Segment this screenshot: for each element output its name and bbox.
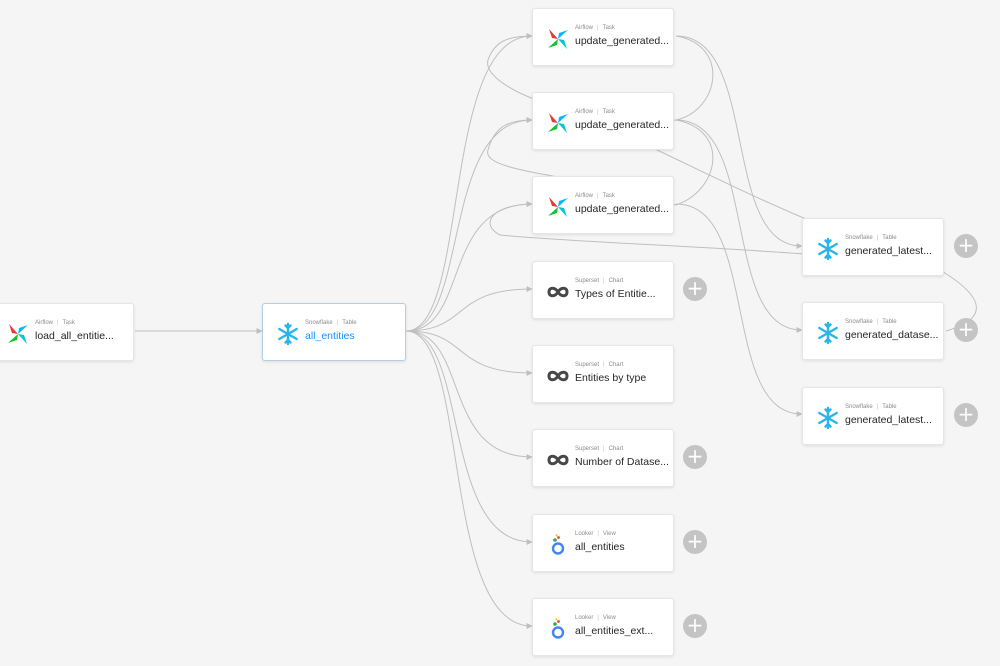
node-name: Entities by type xyxy=(575,372,647,384)
edge-all-entities-to-chart-3 xyxy=(405,330,533,460)
type-label: Task xyxy=(62,320,75,326)
airflow-pinwheel-icon xyxy=(546,195,570,219)
node-meta: Snowflake|Table xyxy=(845,319,897,325)
edge-all-entities-to-update-1 xyxy=(405,33,533,332)
node-table-generated-latest-1[interactable]: Snowflake|Table generated_latest... xyxy=(802,218,944,276)
node-meta: Superset|Chart xyxy=(575,362,624,368)
platform-label: Airflow xyxy=(35,320,54,326)
node-name: all_entities xyxy=(305,330,355,342)
type-label: Table xyxy=(342,320,357,326)
node-meta: Airflow|Task xyxy=(575,25,615,31)
superset-infinity-icon xyxy=(546,280,570,304)
platform-label: Airflow xyxy=(575,25,594,31)
superset-infinity-icon xyxy=(546,448,570,472)
expand-chart-types-of-entities-button[interactable]: + xyxy=(683,277,707,301)
snowflake-icon xyxy=(816,321,840,345)
node-name: all_entities xyxy=(575,541,625,553)
node-meta: Snowflake|Table xyxy=(845,235,897,241)
type-label: Task xyxy=(602,25,615,31)
expand-table-generated-latest-2-button[interactable]: + xyxy=(954,403,978,427)
node-meta: Looker|View xyxy=(575,615,616,621)
node-chart-number-of-datasets[interactable]: Superset|Chart Number of Datase... xyxy=(532,429,674,487)
edge-all-entities-to-update-2 xyxy=(405,117,533,332)
node-update-generated-task-1[interactable]: Airflow|Task update_generated... xyxy=(532,8,674,66)
node-meta: Airflow|Task xyxy=(575,193,615,199)
looker-icon xyxy=(546,533,570,557)
type-label: Chart xyxy=(608,446,624,452)
edge-update-1-to-table-1 xyxy=(675,35,803,249)
node-meta: Looker|View xyxy=(575,531,616,537)
type-label: Table xyxy=(882,319,897,325)
expand-looker-all-entities-ext-button[interactable]: + xyxy=(683,614,707,638)
edge-all-entities-to-chart-2 xyxy=(405,330,533,376)
node-name: generated_latest... xyxy=(845,245,932,257)
node-chart-entities-by-type[interactable]: Superset|Chart Entities by type xyxy=(532,345,674,403)
platform-label: Snowflake xyxy=(305,320,333,326)
edge-update-2-to-table-2 xyxy=(675,119,803,333)
node-looker-all-entities-ext[interactable]: Looker|View all_entities_ext... xyxy=(532,598,674,656)
platform-label: Looker xyxy=(575,531,594,537)
platform-label: Looker xyxy=(575,615,594,621)
node-name: generated_datase... xyxy=(845,329,939,341)
expand-looker-all-entities-button[interactable]: + xyxy=(683,530,707,554)
looker-icon xyxy=(546,617,570,641)
node-looker-all-entities[interactable]: Looker|View all_entities xyxy=(532,514,674,572)
node-name: update_generated... xyxy=(575,35,669,47)
node-table-generated-datasets[interactable]: Snowflake|Table generated_datase... xyxy=(802,302,944,360)
node-name: update_generated... xyxy=(575,119,669,131)
node-name: all_entities_ext... xyxy=(575,625,654,637)
type-label: Chart xyxy=(608,278,624,284)
platform-label: Superset xyxy=(575,362,600,368)
node-load-all-entities-task[interactable]: Airflow|Task load_all_entitie... xyxy=(0,303,134,361)
type-label: Table xyxy=(882,404,897,410)
edge-all-entities-to-chart-1 xyxy=(405,286,533,332)
expand-table-generated-latest-1-button[interactable]: + xyxy=(954,234,978,258)
platform-label: Snowflake xyxy=(845,404,873,410)
node-name: generated_latest... xyxy=(845,414,932,426)
node-meta: Snowflake|Table xyxy=(305,320,357,326)
type-label: Chart xyxy=(608,362,624,368)
superset-infinity-icon xyxy=(546,364,570,388)
airflow-pinwheel-icon xyxy=(546,111,570,135)
node-table-generated-latest-2[interactable]: Snowflake|Table generated_latest... xyxy=(802,387,944,445)
edge-all-entities-to-looker-2 xyxy=(405,330,533,629)
type-label: Table xyxy=(882,235,897,241)
edge-update-3-to-table-3 xyxy=(675,203,803,417)
platform-label: Superset xyxy=(575,446,600,452)
node-name: Number of Datase... xyxy=(575,456,669,468)
type-label: Task xyxy=(602,193,615,199)
edge-all-entities-to-update-3 xyxy=(405,201,533,332)
type-label: View xyxy=(602,615,616,621)
platform-label: Airflow xyxy=(575,109,594,115)
node-meta: Airflow|Task xyxy=(35,320,75,326)
node-name: update_generated... xyxy=(575,203,669,215)
snowflake-icon xyxy=(276,322,300,346)
node-name: Types of Entitie... xyxy=(575,288,656,300)
edge-update-2-to-table-1 xyxy=(654,148,821,226)
node-update-generated-task-2[interactable]: Airflow|Task update_generated... xyxy=(532,92,674,150)
platform-label: Airflow xyxy=(575,193,594,199)
edge-loop-table-2 xyxy=(489,201,977,332)
node-meta: Superset|Chart xyxy=(575,278,624,284)
node-meta: Airflow|Task xyxy=(575,109,615,115)
airflow-pinwheel-icon xyxy=(6,322,30,346)
node-update-generated-task-3[interactable]: Airflow|Task update_generated... xyxy=(532,176,674,234)
node-meta: Superset|Chart xyxy=(575,446,624,452)
edge-all-entities-to-looker-1 xyxy=(405,330,533,545)
snowflake-icon xyxy=(816,406,840,430)
node-chart-types-of-entities[interactable]: Superset|Chart Types of Entitie... xyxy=(532,261,674,319)
node-name: load_all_entitie... xyxy=(35,330,114,342)
expand-chart-number-of-datasets-button[interactable]: + xyxy=(683,445,707,469)
snowflake-icon xyxy=(816,237,840,261)
airflow-pinwheel-icon xyxy=(546,27,570,51)
type-label: Task xyxy=(602,109,615,115)
platform-label: Superset xyxy=(575,278,600,284)
type-label: View xyxy=(602,531,616,537)
node-meta: Snowflake|Table xyxy=(845,404,897,410)
expand-table-generated-datasets-button[interactable]: + xyxy=(954,318,978,342)
node-all-entities-table[interactable]: Snowflake|Table all_entities xyxy=(262,303,406,361)
platform-label: Snowflake xyxy=(845,319,873,325)
platform-label: Snowflake xyxy=(845,235,873,241)
